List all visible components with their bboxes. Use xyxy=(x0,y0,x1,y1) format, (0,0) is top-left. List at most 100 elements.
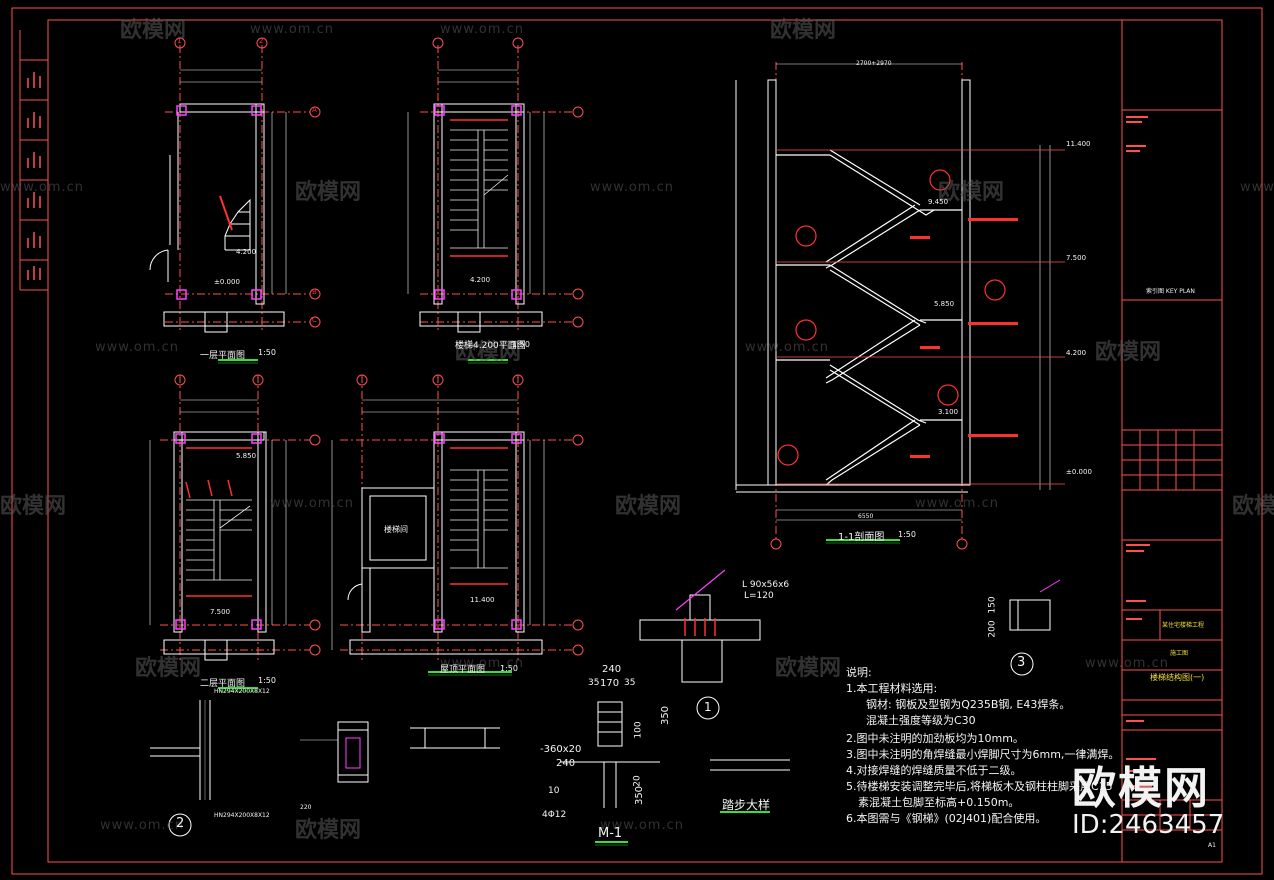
room-label: 楼梯间 xyxy=(384,525,408,534)
watermark-url-1: www.om.cn xyxy=(250,22,334,37)
detail-2-label: 2 xyxy=(176,816,185,831)
m1-title: M-1 xyxy=(598,826,623,841)
detail-2-beam xyxy=(150,700,211,837)
tb-project: 某住宅楼梯工程 xyxy=(1162,622,1205,629)
note-line-2: 混凝土强度等级为C30 xyxy=(866,714,976,727)
level-sec-4: ±0.000 xyxy=(1066,468,1092,476)
watermark-url-4: www.om.cn xyxy=(590,180,674,195)
watermark-brand-8: 欧模网 xyxy=(615,494,682,519)
axis-2-plan1: 2 xyxy=(259,37,264,45)
level-sec-7: 3.100 xyxy=(938,408,959,416)
axis-1-plan1: 1 xyxy=(177,37,182,45)
watermark-brand-5: 欧模网 xyxy=(455,340,522,365)
watermark-brand-1: 欧模网 xyxy=(120,18,187,43)
watermark-url-7: www.om.cn xyxy=(745,340,829,355)
note-line-4: 3.图中未注明的角焊缝最小焊脚尺寸为6mm,一律满焊。 xyxy=(846,748,1120,761)
plan3-title: 二层平面图 xyxy=(200,679,246,689)
plan4-title: 屋顶平面图 xyxy=(440,665,486,675)
section-1-1 xyxy=(735,62,1065,550)
detail-step xyxy=(710,759,790,813)
brand-logo: 欧模网 xyxy=(1072,763,1210,814)
level-sec-1: 11.400 xyxy=(1066,140,1091,148)
plan-second-floor xyxy=(149,374,321,692)
axis-c-plan1: C xyxy=(312,316,317,324)
dim-6550: 6550 xyxy=(858,513,874,520)
dim-10: 10 xyxy=(548,786,560,796)
tb-drawing-title: 楼梯结构图(一) xyxy=(1150,673,1205,682)
dim-220: 220 xyxy=(300,804,312,811)
watermark-url-6: www.om.cn xyxy=(95,340,179,355)
dim-2700: 2700+2970 xyxy=(856,60,892,67)
level-plan3: 7.500 xyxy=(210,608,231,616)
watermark-url-11: www.om.cn xyxy=(1085,656,1169,671)
plan1-scale: 1:50 xyxy=(258,348,276,357)
dim-20: 20 xyxy=(632,775,643,787)
title-block xyxy=(1122,109,1222,831)
tb-sheet: A1 xyxy=(1208,842,1216,849)
watermark-brand-7: 欧模网 xyxy=(0,494,67,519)
detail-beam-plan xyxy=(410,727,500,749)
binding-ticks xyxy=(27,72,41,280)
title-block-marks xyxy=(1126,116,1156,787)
watermark-brand-4: 欧模网 xyxy=(938,180,1005,205)
detail-1-label: 1 xyxy=(704,700,712,714)
dim-350-b: 350 xyxy=(634,785,646,806)
plan1-title: 一层平面图 xyxy=(200,351,246,361)
note-line-5: 4.对接焊缝的焊缝质量不低于二级。 xyxy=(846,764,1022,777)
note-line-7: 素混凝土包脚至标高+0.150m。 xyxy=(858,796,1020,809)
dim-200: 200 xyxy=(987,620,998,638)
note-line-3: 2.图中未注明的加劲板均为10mm。 xyxy=(846,732,1024,745)
plan2-scale: 1:50 xyxy=(512,340,530,349)
dim-170: 170 xyxy=(600,678,620,689)
dim-100: 100 xyxy=(633,721,644,739)
level-sec-2: 7.500 xyxy=(1066,254,1087,262)
plan2-title: 楼梯4.200平面图 xyxy=(455,341,526,351)
section-title: 1-1剖面图 xyxy=(838,532,885,543)
watermark-url-13: www.om.cn xyxy=(600,818,684,833)
level-plan1: ±0.000 xyxy=(214,278,240,286)
dim-angle: L 90x56x6 xyxy=(742,580,790,590)
watermark-brand-10: 欧模网 xyxy=(135,656,202,681)
dim-350: 350 xyxy=(660,705,672,726)
dim-35a: 35 xyxy=(588,678,600,688)
dim-150: 150 xyxy=(987,596,998,614)
plan3-scale: 1:50 xyxy=(258,676,276,685)
axis-a-plan1: A xyxy=(312,106,317,114)
plan-first-floor xyxy=(149,37,321,364)
note-line-8: 6.本图需与《钢梯》(02J401)配合使用。 xyxy=(846,812,1047,825)
level-plan1-b: 4.200 xyxy=(236,248,257,256)
dim-hn-top: HN294X200X8X12 xyxy=(214,688,270,695)
level-sec-6: 5.850 xyxy=(934,300,955,308)
detail-3 xyxy=(1009,579,1061,676)
plan4-scale: 1:50 xyxy=(500,664,518,673)
dim-hn-bottom: HN294X200X8X12 xyxy=(214,812,270,819)
step-detail-title: 踏步大样 xyxy=(722,798,771,812)
watermark-brand-12: 欧模网 xyxy=(295,818,362,843)
note-line-0: 1.本工程材料选用: xyxy=(846,682,938,695)
dim-240-top: 240 xyxy=(602,664,622,675)
watermark-brand-11: 欧模网 xyxy=(775,656,842,681)
dim-35b: 35 xyxy=(624,678,636,688)
inner-border xyxy=(47,19,1223,863)
level-plan2: 4.200 xyxy=(470,276,491,284)
dim-240-bottom: 240 xyxy=(556,758,576,769)
watermark-url-12: www.om.cn xyxy=(100,818,184,833)
brand-id: ID:2463457 xyxy=(1072,810,1225,840)
outer-border xyxy=(11,7,1263,875)
watermark-url-8: www.om.cn xyxy=(270,496,354,511)
level-sec-3: 4.200 xyxy=(1066,349,1087,357)
detail-beam-connection xyxy=(300,721,369,783)
section-scale: 1:50 xyxy=(898,530,916,539)
plan-roof xyxy=(331,374,584,676)
watermark-url-3: www.om.cn xyxy=(0,180,84,195)
detail-1-anchor xyxy=(639,569,761,720)
watermark-url-10: www.om.cn xyxy=(440,656,524,671)
axis-b-plan1: B xyxy=(312,288,317,296)
watermark-url-9: www.om.cn xyxy=(915,496,999,511)
level-sec-5: 9.450 xyxy=(928,198,949,206)
watermark-brand-3: 欧模网 xyxy=(295,180,362,205)
note-line-6: 5.待楼梯安装调整完毕后,将梯板木及钢柱柱脚采用C15 xyxy=(846,780,1113,793)
notes-heading: 说明: xyxy=(846,666,872,679)
watermark-brand-9: 欧模网 xyxy=(1232,494,1274,519)
